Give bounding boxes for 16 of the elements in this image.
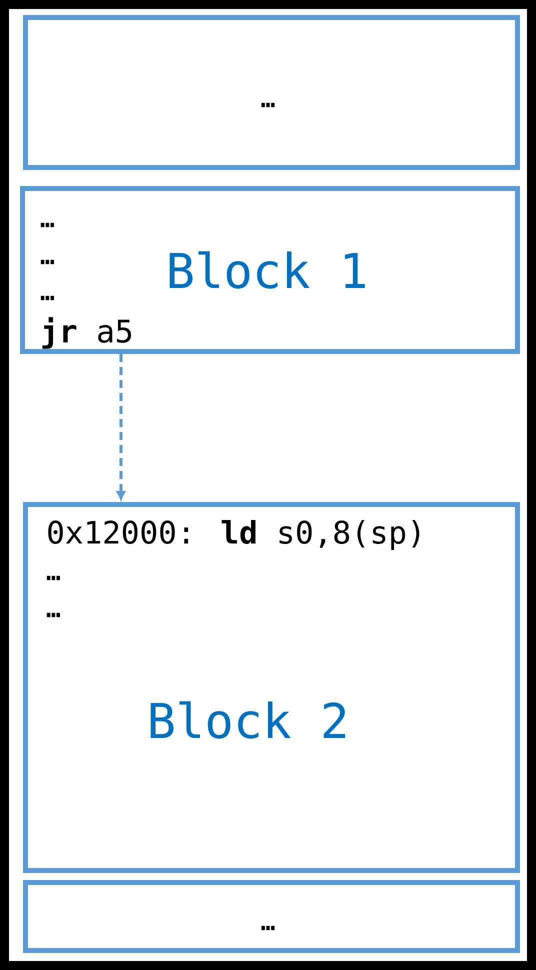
code-block xyxy=(23,502,520,873)
ellipsis: … xyxy=(261,926,275,930)
ellipsis: … xyxy=(261,102,275,108)
ellipsis: … xyxy=(46,576,60,580)
block-title: Block 2 xyxy=(150,701,346,739)
code-line: 0x12000: ld s0,8(sp) xyxy=(48,520,420,550)
arrow xyxy=(116,354,126,500)
ellipsis: … xyxy=(40,296,54,300)
code-block xyxy=(20,186,520,354)
code-line: jr a5 xyxy=(42,317,132,349)
ellipsis: … xyxy=(40,222,54,228)
block-title: Block 1 xyxy=(170,251,365,289)
code-block xyxy=(23,880,520,953)
code-block xyxy=(23,15,520,170)
ellipsis: … xyxy=(46,612,60,618)
ellipsis: … xyxy=(40,260,54,264)
